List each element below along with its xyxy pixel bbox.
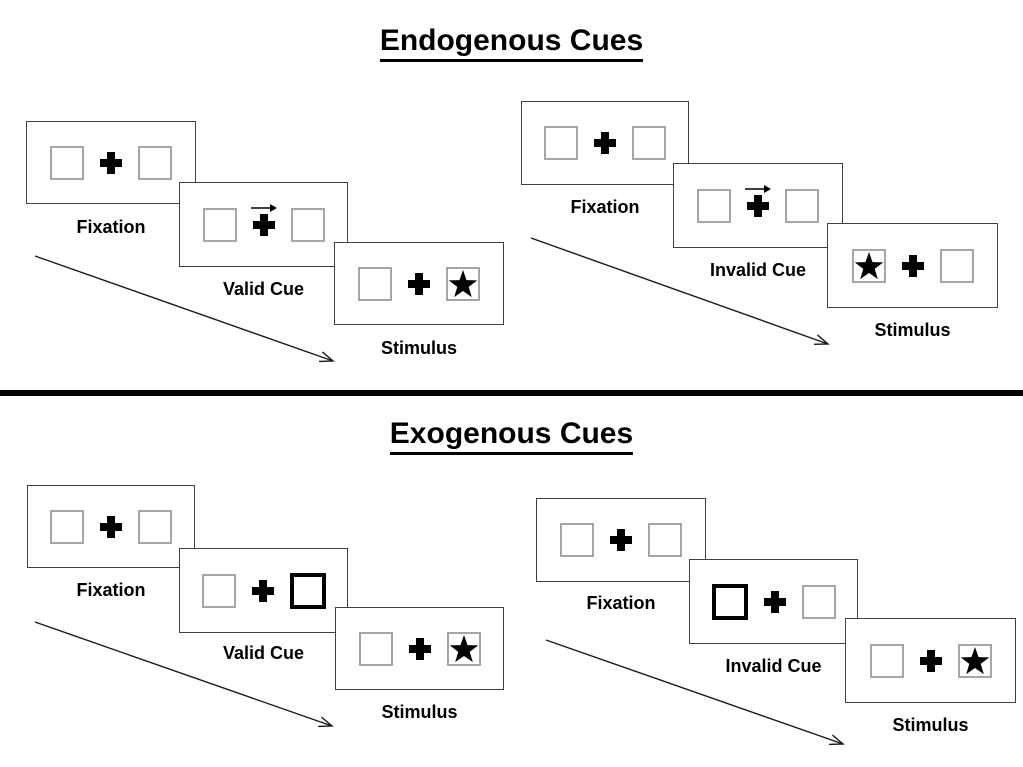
fixation-cross-icon [610,529,632,551]
left-box-empty [202,207,237,242]
endogenous-invalid-stimulus-panel [827,223,998,308]
right-box-empty [785,188,819,223]
exogenous-valid-cue-panel [179,548,348,633]
star-icon [449,634,478,662]
left-box-empty [50,509,84,544]
timeline-arrow-endogenous-invalid [530,237,830,346]
right-box-empty [138,509,172,544]
star-icon [448,269,478,297]
timeline-arrow-endogenous-valid [34,255,335,363]
left-box-empty [560,523,594,557]
step-label: Invalid Cue [725,656,822,676]
exogenous-valid-stimulus-panel [335,607,504,690]
endogenous-invalid-cue-panel [673,163,843,248]
timeline-arrow-exogenous-valid [34,621,334,728]
fixation-cross-icon [919,649,942,672]
star-icon [960,646,989,674]
left-box-empty [544,126,578,160]
section-divider [0,390,1023,396]
right-box-empty [801,584,836,619]
exogenous-invalid-stimulus-panel [845,618,1016,703]
endogenous-valid-stimulus-panel [334,242,504,325]
step-label: Valid Cue [222,279,305,299]
step-label: Stimulus [874,320,951,340]
fixation-cross-icon [250,203,277,236]
fixation-cross-icon [901,254,924,277]
endogenous-valid-fixation-panel [26,121,196,204]
fixation-cross-icon [594,132,616,154]
exogenous-valid-fixation-panel [27,485,195,568]
fixation-cross-icon [408,637,431,660]
right-box-highlight-cue [289,572,326,609]
star-icon [854,251,883,279]
fixation-cross-icon [763,590,786,613]
step-label: Fixation [76,580,146,600]
right-box-empty [290,207,325,242]
right-box-empty [648,523,682,557]
exogenous-invalid-fixation-panel [536,498,706,582]
step-label: Valid Cue [222,643,305,663]
right-box-empty [939,248,974,283]
right-box-with-star [446,631,481,666]
endogenous-valid-cue-panel [179,182,348,267]
right-box-with-star [957,643,992,678]
left-box-with-star [851,248,886,283]
exogenous-section-title: Exogenous Cues [0,417,1023,455]
right-box-empty [138,145,172,180]
step-label: Fixation [76,217,146,237]
left-box-empty [50,145,84,180]
step-label: Stimulus [381,702,458,722]
cue-arrow-icon [745,181,771,193]
fixation-cross-icon [251,579,274,602]
fixation-cross-icon [745,184,771,217]
step-label: Invalid Cue [709,260,807,280]
step-label: Fixation [586,593,656,613]
endogenous-invalid-fixation-panel [521,101,689,185]
exogenous-invalid-cue-panel [689,559,858,644]
right-box-with-star [446,266,480,301]
left-box-highlight-cue [711,583,748,620]
step-label: Fixation [570,197,640,217]
cue-arrow-icon [250,200,277,212]
endogenous-section-title: Endogenous Cues [0,24,1023,62]
left-box-empty [869,643,904,678]
left-box-empty [697,188,731,223]
right-box-empty [632,126,666,160]
left-box-empty [201,573,236,608]
left-box-empty [358,631,393,666]
fixation-cross-icon [408,272,430,295]
step-label: Stimulus [380,338,457,358]
fixation-cross-icon [100,515,122,538]
fixation-cross-icon [100,151,122,174]
left-box-empty [358,266,392,301]
step-label: Stimulus [892,715,969,735]
